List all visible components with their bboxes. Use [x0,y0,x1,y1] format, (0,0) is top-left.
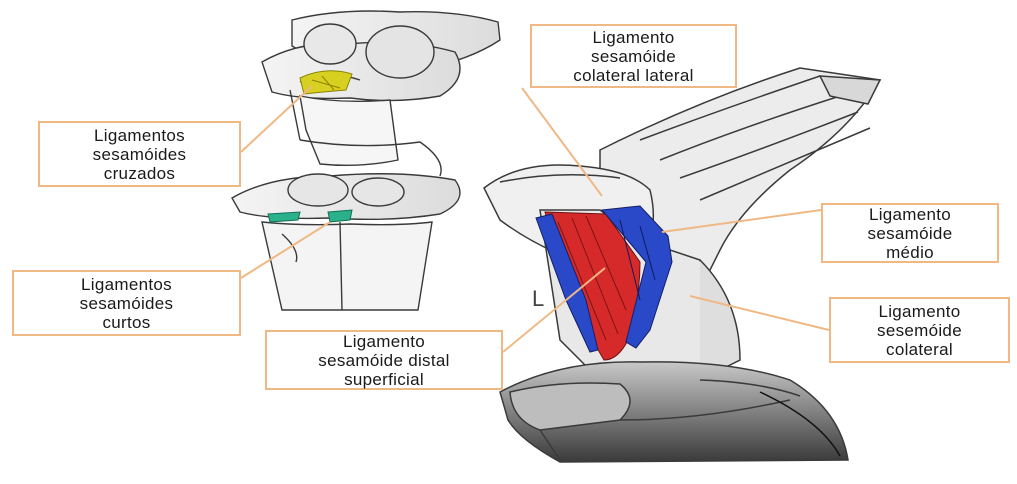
leader-line-cruzados [241,86,312,152]
label-colateral-line-1: Ligamento [878,302,960,321]
label-cruzados-line-3: cruzados [104,164,175,183]
label-ligamentos-curtos: Ligamentos sesamóides curtos [12,270,241,336]
label-lateral-line-3: colateral lateral [573,66,693,85]
label-medio-line-3: médio [886,243,934,262]
label-distal-line-2: sesamóide distal [318,351,449,370]
label-ligamento-medio: Ligamento sesamóide médio [821,203,999,263]
label-ligamentos-cruzados: Ligamentos sesamóides cruzados [38,121,241,187]
label-distal-line-1: Ligamento [343,332,425,351]
label-ligamento-distal: Ligamento sesamóide distal superficial [265,330,503,390]
leader-line-curtos [241,222,330,278]
label-medio-line-2: sesamóide [868,224,953,243]
label-ligamento-colateral: Ligamento sesemóide colateral [829,297,1010,363]
label-distal-line-3: superficial [344,370,424,389]
leader-line-distal [503,268,605,352]
label-lateral-line-2: sesamóide [591,47,676,66]
leader-line-colateral [690,296,829,330]
label-cruzados-line-2: sesamóides [93,145,187,164]
label-cruzados-line-1: Ligamentos [94,126,185,145]
leader-line-medio [662,210,821,232]
label-curtos-line-2: sesamóides [80,294,174,313]
label-curtos-line-3: curtos [102,313,150,332]
label-medio-line-1: Ligamento [869,205,951,224]
leader-line-lateral [522,88,602,196]
label-curtos-line-1: Ligamentos [81,275,172,294]
label-colateral-line-3: colateral [886,340,953,359]
label-ligamento-colateral-lateral: Ligamento sesamóide colateral lateral [530,24,737,88]
label-lateral-line-1: Ligamento [592,28,674,47]
label-colateral-line-2: sesemóide [877,321,962,340]
